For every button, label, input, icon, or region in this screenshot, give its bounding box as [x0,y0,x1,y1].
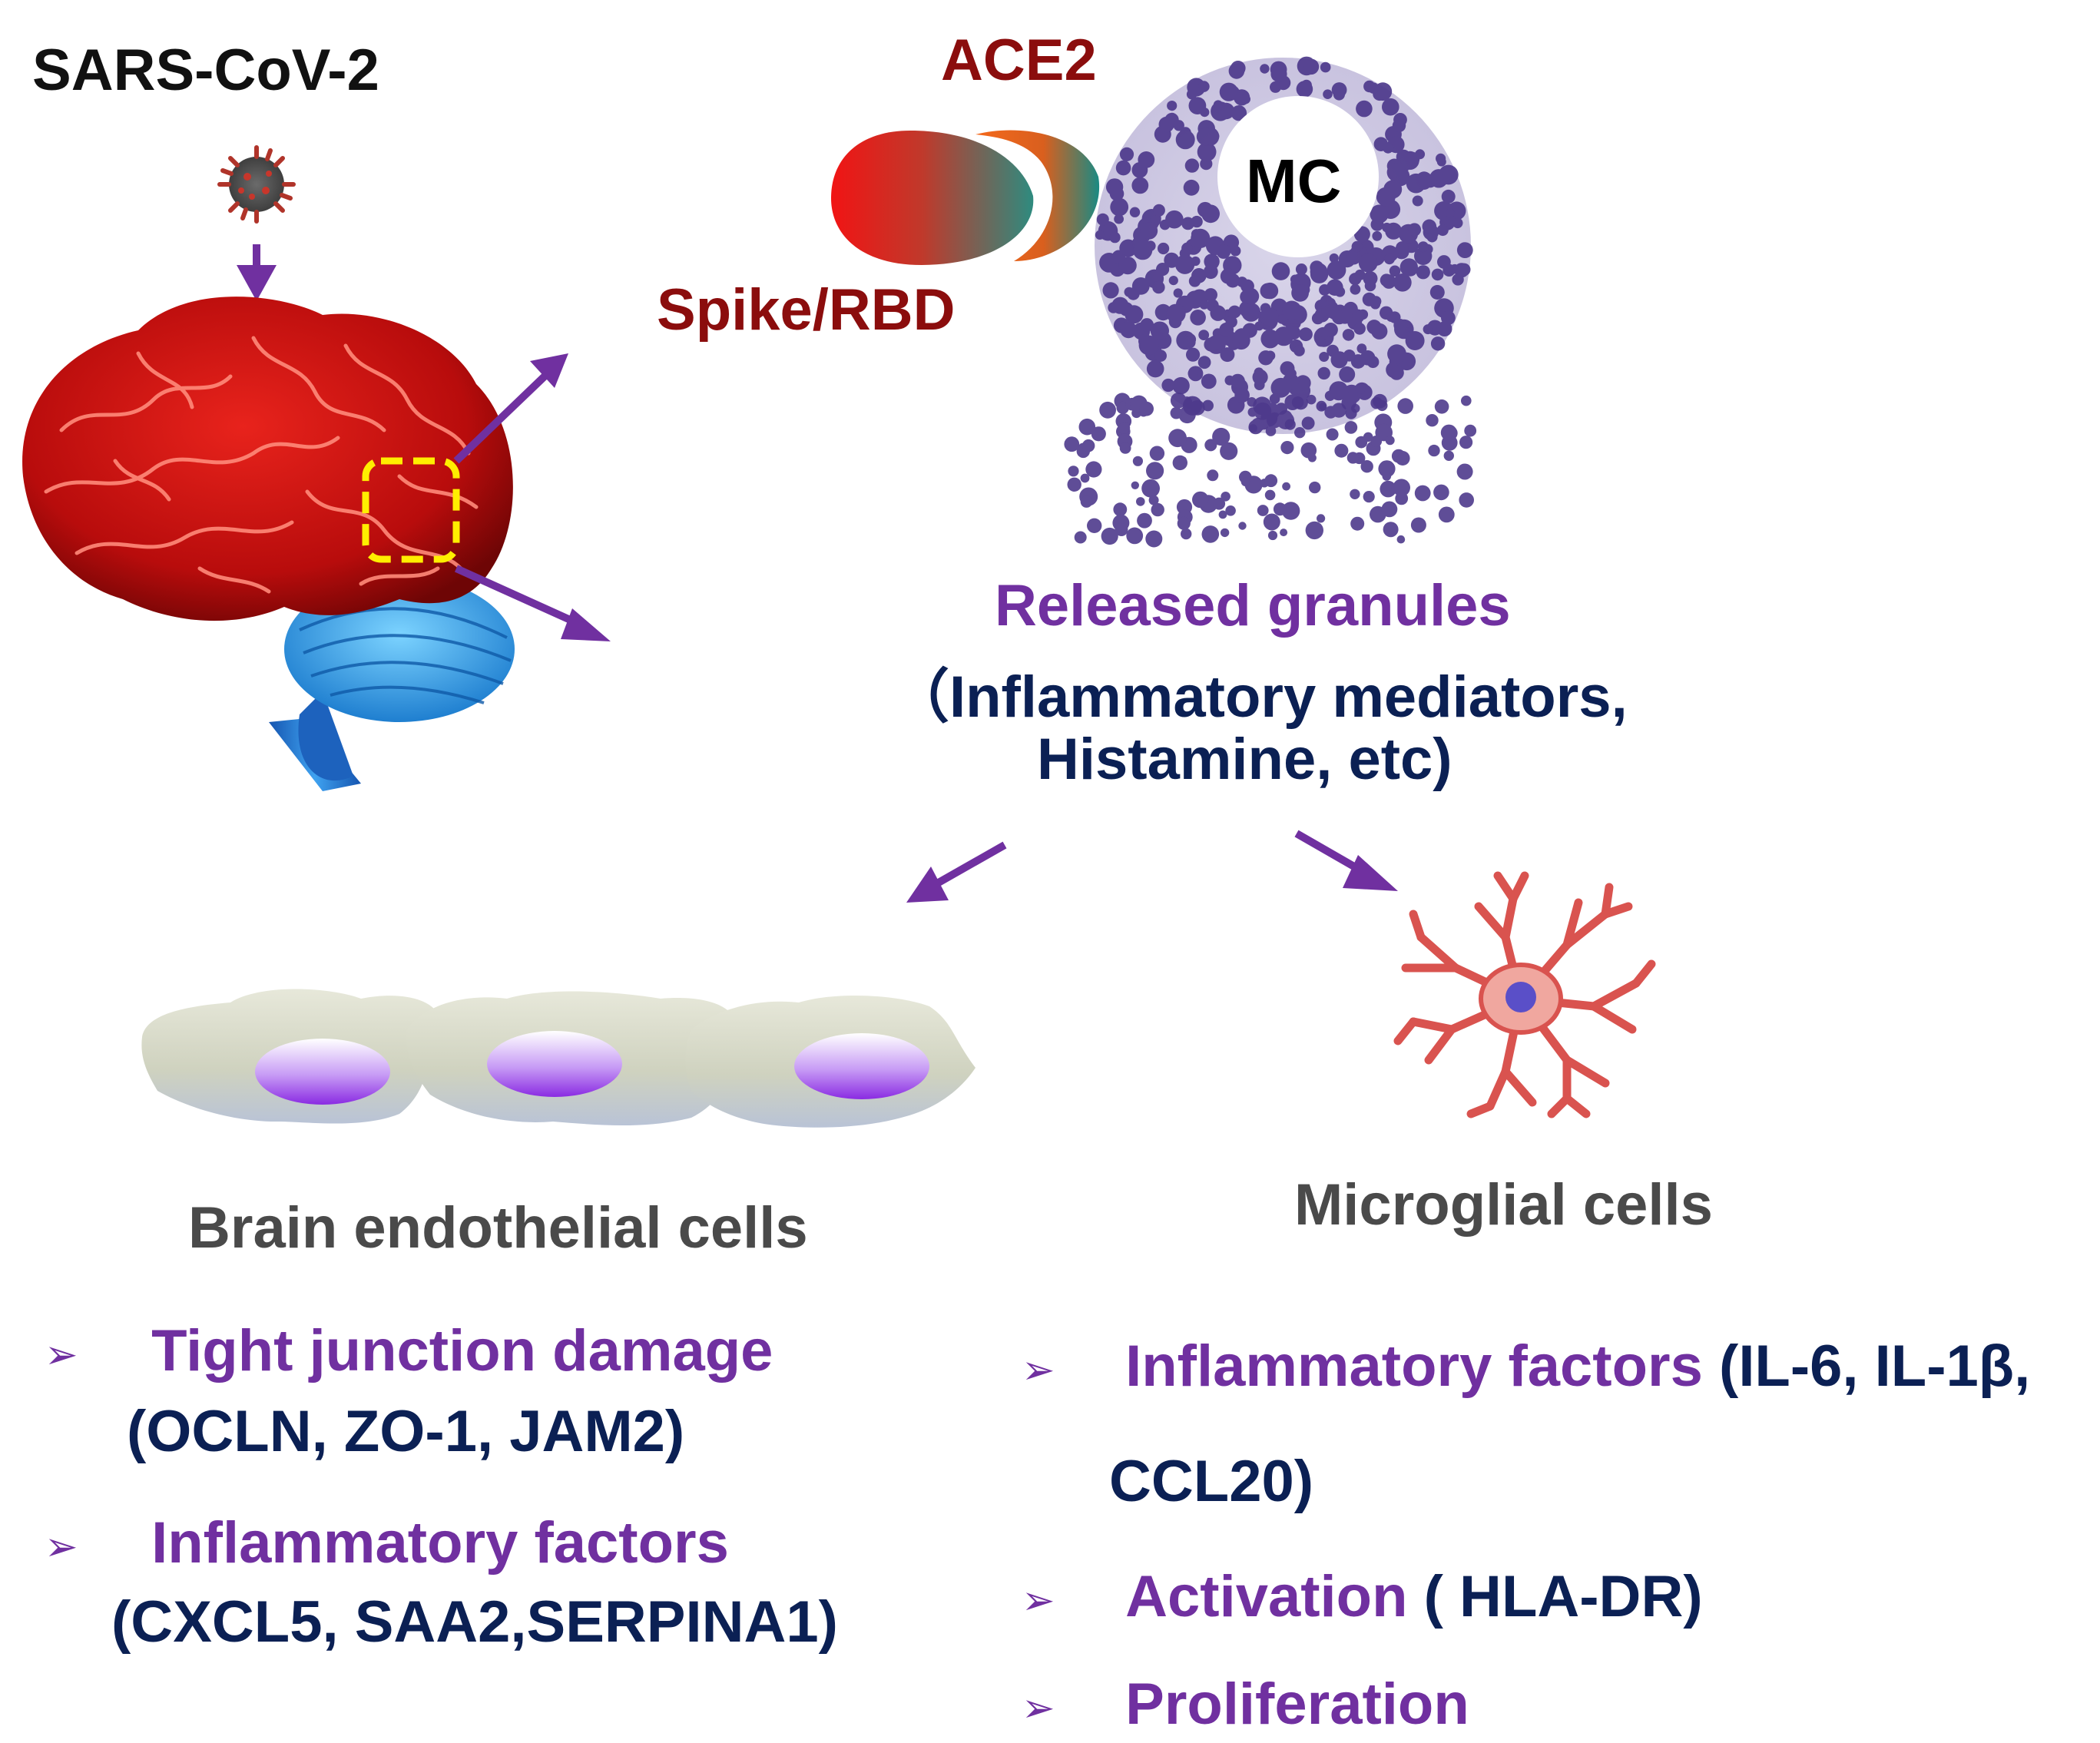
microglia-effect-1: ➢ Inflammatory factors (IL-6, IL-1β, [1022,1333,2030,1400]
mast-cell-icon [1095,56,1473,435]
microglia-title: Microglial cells [1294,1172,1713,1238]
released-granules-title: Released granules [995,573,1511,638]
arrow-to-endothelial [906,841,1007,903]
endothelial-nucleus-2 [487,1031,622,1097]
effect-term: Inflammatory factors [1125,1334,1703,1399]
microglia-effect-3: ➢ Proliferation [1022,1671,1469,1738]
effect-term: Activation [1125,1564,1408,1629]
virus-label: SARS-CoV-2 [32,38,379,103]
virus-icon [217,145,296,224]
microglia-effect-2: ➢ Activation ( HLA-DR) [1022,1563,1703,1630]
endothelial-effect-1: ➢ Tight junction damage [45,1317,773,1384]
microglia-nucleus [1505,982,1536,1012]
arrow-to-microglia [1294,830,1398,891]
effect-term: Tight junction damage [151,1318,773,1383]
arrow-brain-up [453,353,568,464]
endothelial-nucleus-1 [255,1039,390,1105]
endothelial-effect-2: ➢ Inflammatory factors [45,1509,729,1576]
arrow-virus-to-brain [237,244,277,301]
highlight-box [362,457,460,563]
effect-detail: ( HLA-DR) [1407,1564,1703,1629]
mast-cell-label: MC [1246,147,1342,215]
ace2-label: ACE2 [941,28,1097,93]
bullet-arrow-icon: ➢ [45,1524,78,1569]
bullet-arrow-icon: ➢ [1022,1685,1055,1731]
endothelial-effect-2-detail: (CXCL5, SAA2,SERPINA1) [111,1589,838,1655]
endothelial-effect-1-detail: (OCLN, ZO-1, JAM2) [127,1399,685,1464]
spike-label: Spike/RBD [657,277,956,343]
released-granules-icon [1064,393,1477,548]
ace2-receptor-icon [975,130,1100,261]
spike-protein-icon [831,131,1034,265]
brain-icon [22,297,515,791]
effect-term: Inflammatory factors [151,1510,729,1576]
bullet-arrow-icon: ➢ [1022,1347,1055,1393]
bullet-arrow-icon: ➢ [1022,1578,1055,1623]
arrow-brain-down [454,565,611,641]
effect-term: Proliferation [1125,1672,1469,1737]
microglia-icon [1393,871,1656,1118]
endothelial-cells-icon [141,989,975,1128]
mast-cell-nucleus [1217,96,1379,257]
endothelial-title: Brain endothelial cells [188,1195,808,1261]
released-granules-line2: Histamine, etc) [1037,727,1452,792]
effect-detail: (IL-6, IL-1β, [1702,1334,2031,1399]
bullet-arrow-icon: ➢ [45,1332,78,1377]
released-granules-line1: （Inflammatory mediators, [891,664,1628,730]
endothelial-nucleus-3 [794,1033,929,1099]
microglia-effect-1-detail: CCL20) [1109,1449,1314,1514]
